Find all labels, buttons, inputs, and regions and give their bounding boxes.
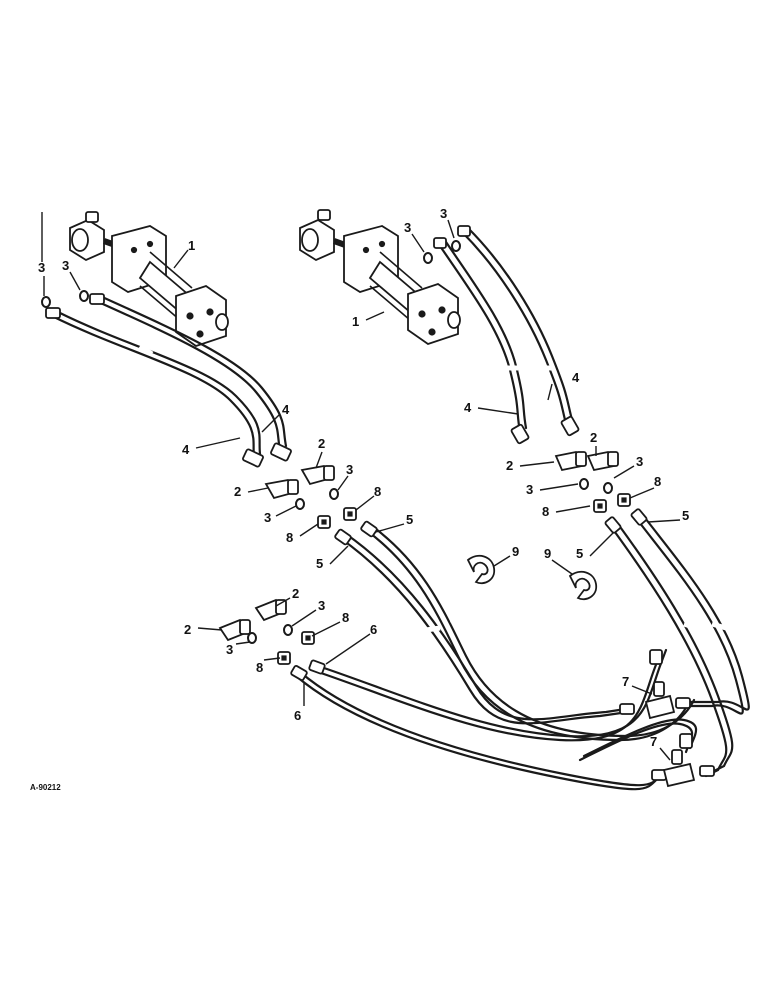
callout-coupler-l-up: 2 [318, 436, 325, 451]
callout-hose4-l-upper: 4 [282, 402, 290, 417]
callout-ring-r-mid-b: 3 [526, 482, 533, 497]
callout-adapter-b-b: 8 [256, 660, 263, 675]
figure-id: A-90212 [30, 783, 61, 792]
callout-cyl-right: 1 [352, 314, 359, 329]
callout-coupler-b-low: 2 [184, 622, 191, 637]
callout-hose5-r-a: 5 [682, 508, 689, 523]
callout-ring-b-a: 3 [318, 598, 325, 613]
callout-adapter-r-a: 8 [654, 474, 661, 489]
callout-hose5-r-b: 5 [576, 546, 583, 561]
hose-5-right-pair [604, 508, 750, 778]
callout-ring-r-b: 3 [440, 206, 447, 221]
callout-hose6-a: 6 [370, 622, 377, 637]
leader-lines [43, 219, 681, 761]
tee-fittings [644, 681, 696, 788]
callout-adapter-r-b: 8 [542, 504, 549, 519]
callout-ring-r-a: 3 [404, 220, 411, 235]
right-hydraulic-cylinder [299, 209, 461, 345]
callout-adapter-l-b: 8 [286, 530, 293, 545]
callout-hose4-l-lower: 4 [182, 442, 190, 457]
callout-coupler-l-low: 2 [234, 484, 241, 499]
left-hydraulic-cylinder [41, 211, 229, 347]
hose-6-pair [290, 648, 698, 791]
callout-clip-r: 9 [544, 546, 551, 561]
couplers-right [554, 450, 619, 472]
callout-coupler-r-b: 2 [506, 458, 513, 473]
callout-hose5-l-b: 5 [316, 556, 323, 571]
callout-cyl-left: 1 [188, 238, 195, 253]
callout-ring-r-mid-a: 3 [636, 454, 643, 469]
callout-adapter-l-a: 8 [374, 484, 381, 499]
callout-labels: 1 1 3 3 3 3 4 4 4 4 2 2 3 3 8 8 5 5 9 2 … [38, 206, 689, 749]
callout-ring-l-inner: 3 [62, 258, 69, 273]
callout-ring-l-mid-a: 3 [346, 462, 353, 477]
o-ring-parts [41, 240, 613, 644]
callout-ring-l-outer: 3 [38, 260, 45, 275]
callout-ring-b-b: 3 [226, 642, 233, 657]
hose-clips [466, 554, 598, 601]
callout-hose6-b: 6 [294, 708, 301, 723]
callout-adapter-b-a: 8 [342, 610, 349, 625]
hose-4-left-pair [50, 294, 288, 460]
callout-tee-a: 7 [622, 674, 629, 689]
callout-tee-b: 7 [650, 734, 657, 749]
callout-hose4-r-left: 4 [464, 400, 472, 415]
hose-4-end-fittings [45, 225, 580, 468]
adapters [277, 493, 631, 665]
callout-coupler-b-up: 2 [292, 586, 299, 601]
callout-ring-l-mid-b: 3 [264, 510, 271, 525]
callout-coupler-r-a: 2 [590, 430, 597, 445]
hose-5-left-pair [334, 520, 696, 742]
callout-hose5-l-a: 5 [406, 512, 413, 527]
hose-4-right-pair [438, 226, 574, 434]
callout-clip-l: 9 [512, 544, 519, 559]
callout-hose4-r-right: 4 [572, 370, 580, 385]
couplers-left [264, 465, 335, 500]
